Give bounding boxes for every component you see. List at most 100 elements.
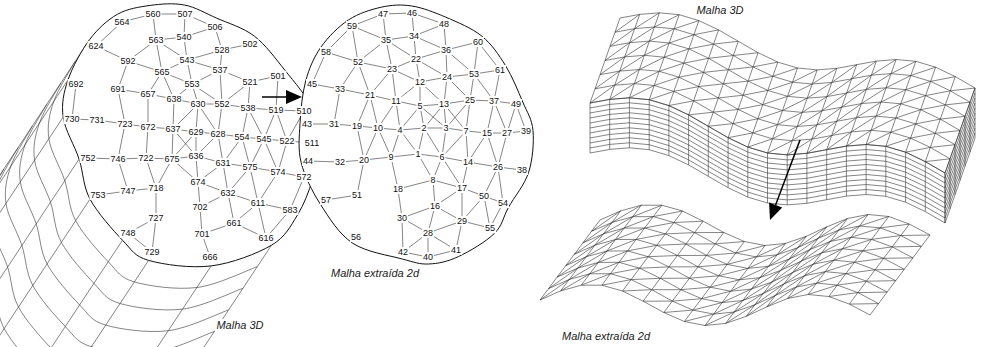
node-number: 25	[464, 95, 476, 105]
node-number: 583	[281, 205, 298, 215]
mesh-line	[767, 153, 768, 203]
node-number: 692	[67, 79, 84, 89]
mesh-line	[660, 278, 689, 279]
mesh-line	[767, 227, 827, 307]
mesh-line	[645, 223, 674, 229]
node-number: 507	[176, 9, 193, 19]
mesh-line	[945, 113, 975, 198]
mesh-line	[726, 305, 755, 324]
node-number: 1	[414, 149, 421, 159]
mesh-line	[595, 71, 620, 89]
mesh-line	[769, 248, 798, 267]
node-number: 564	[113, 17, 130, 27]
node-number: 575	[241, 162, 258, 172]
arrow-head	[286, 90, 302, 104]
mesh-line	[837, 104, 862, 122]
mesh-line	[911, 133, 936, 138]
mesh-line	[684, 242, 744, 322]
mesh-line	[783, 98, 808, 110]
node-number: 611	[250, 198, 266, 208]
mesh-line	[610, 29, 635, 47]
mesh-line	[674, 21, 699, 29]
mesh-line	[657, 244, 686, 245]
end-face-outline	[63, 4, 321, 267]
mesh-caption: Malha 3D	[694, 4, 745, 16]
mesh-line	[763, 273, 792, 294]
mesh-line	[649, 29, 674, 41]
mesh-line	[566, 251, 896, 291]
mesh-line	[649, 100, 650, 150]
node-number: 2	[420, 123, 427, 133]
node-number: 638	[165, 94, 182, 104]
node-number: 753	[89, 190, 106, 200]
mesh-line	[886, 76, 911, 88]
mesh-line	[748, 255, 777, 269]
mesh-line	[768, 82, 793, 90]
node-number: 592	[119, 56, 136, 66]
node-number: 5	[416, 101, 423, 111]
mesh-line	[590, 98, 945, 173]
mesh-line	[892, 246, 921, 248]
cylinder-generator	[0, 260, 149, 347]
node-number: 37	[488, 96, 500, 106]
mesh-line	[605, 43, 630, 61]
mesh-line	[926, 91, 951, 96]
node-number: 616	[257, 233, 274, 243]
node-number: 540	[175, 32, 192, 42]
mesh-line	[875, 269, 904, 271]
mesh-line	[633, 205, 662, 217]
node-number: 45	[306, 79, 318, 89]
mesh-line	[694, 98, 719, 101]
node-number: 506	[206, 22, 223, 32]
mesh-line	[793, 70, 818, 82]
node-number: 30	[396, 213, 408, 223]
node-number: 701	[193, 229, 210, 239]
mesh-line	[612, 205, 641, 222]
mesh-line	[960, 131, 961, 181]
cylinder-generator	[0, 80, 68, 347]
mesh-line	[688, 115, 689, 165]
mesh-line	[846, 270, 875, 274]
node-number: 628	[209, 129, 226, 139]
mesh-line	[827, 79, 852, 97]
node-number: 56	[350, 232, 362, 242]
mesh-line	[607, 239, 636, 251]
mesh-line	[581, 205, 641, 285]
mesh-line	[643, 221, 703, 301]
mesh-line	[733, 119, 758, 124]
node-number: 631	[214, 158, 231, 168]
node-number: 545	[255, 134, 272, 144]
node-number: 23	[386, 64, 398, 74]
cylinder-generator	[0, 199, 90, 347]
mesh-line	[755, 284, 784, 305]
node-number: 18	[392, 184, 404, 194]
mesh-line	[659, 63, 684, 71]
mesh-line	[602, 205, 662, 285]
node-number: 746	[109, 154, 126, 164]
mesh-line	[916, 119, 941, 124]
mesh-line	[945, 128, 975, 213]
mesh-line	[858, 292, 887, 294]
node-number: 49	[510, 99, 522, 109]
mesh-line	[827, 132, 852, 150]
mesh-line	[653, 211, 682, 217]
mesh-line	[734, 293, 763, 312]
mesh-line	[822, 237, 851, 252]
mesh-line	[825, 262, 854, 272]
node-number: 538	[239, 103, 256, 113]
mesh-line	[557, 262, 887, 302]
mesh-caption: Malha extraída 2d	[329, 267, 421, 279]
mesh-line	[728, 138, 729, 188]
mesh-line	[591, 217, 921, 257]
mesh-line	[604, 217, 633, 234]
node-number: 35	[380, 35, 392, 45]
node-number: 47	[377, 9, 389, 19]
mesh-line	[935, 131, 960, 134]
node-number: 9	[387, 152, 394, 162]
mesh-line	[886, 138, 911, 146]
mesh-line	[965, 116, 966, 166]
mesh-line	[847, 75, 872, 93]
arrow-head	[769, 203, 782, 220]
mesh-line	[615, 14, 640, 32]
